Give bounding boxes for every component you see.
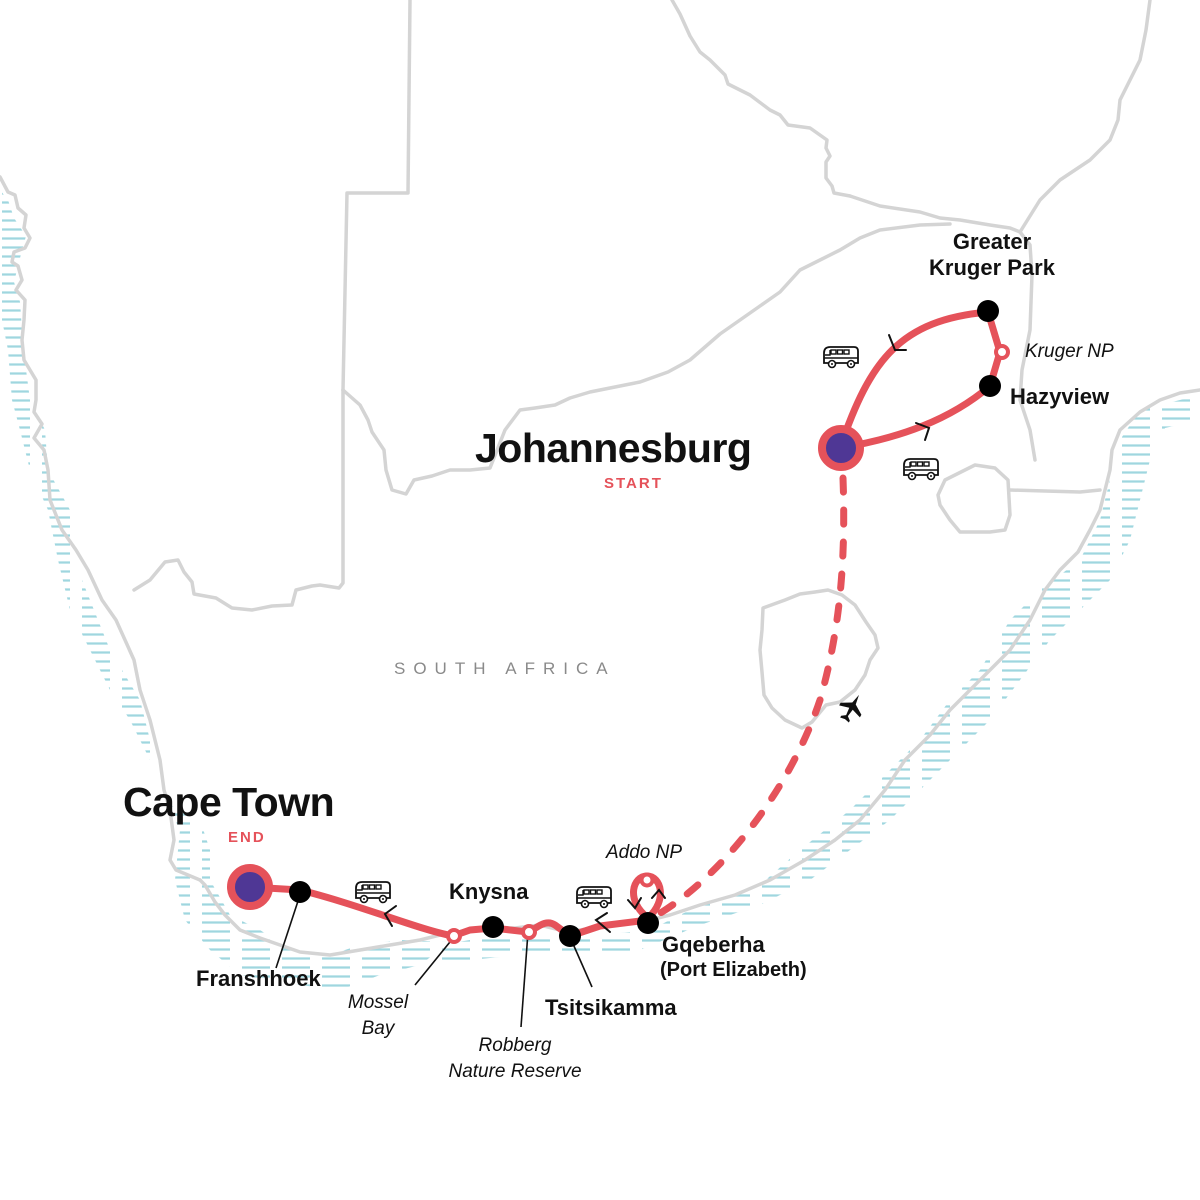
waypoint-markers [446,344,1010,944]
waypoint-kruger-np [994,344,1010,360]
waypoint-addo-np [639,872,655,888]
stop-markers [289,300,1001,947]
bus-icon [576,886,612,909]
end-tag: END [228,829,266,846]
stop-tsitsikamma [559,925,581,947]
endpoint-johannesburg [818,425,864,471]
stop-label-franshhoek: Franshhoek [196,966,321,991]
stop-label-knysna: Knysna [449,879,529,904]
ocean-west-hatching [0,190,450,990]
waypoint-label-mossel-bay: Mossel Bay [347,992,409,1039]
bus-icon [355,881,391,904]
ocean-south-east-hatching [430,395,1200,960]
plane-icon [839,694,862,723]
country-label: SOUTH AFRICA [394,659,616,678]
start-tag: START [604,475,663,492]
stop-label-gqeberha: Gqeberha (Port Elizabeth) [660,932,807,982]
stop-gqeberha [637,912,659,934]
transport-icons [355,346,939,909]
endpoint-markers [227,425,864,910]
endpoint-label-cape-town: Cape Town [123,779,335,825]
waypoint-robberg [521,924,537,940]
stop-franshhoek [289,881,311,903]
direction-arrows [383,334,931,933]
endpoint-label-johannesburg: Johannesburg [475,425,752,471]
bus-icon [903,458,939,481]
waypoint-label-addo-np: Addo NP [606,842,683,863]
bus-icon [823,346,859,369]
stop-label-tsitsikamma: Tsitsikamma [545,995,677,1020]
waypoint-label-kruger-np: Kruger NP [1025,341,1114,362]
country-borders [0,0,1200,957]
stop-greater-kruger-park [977,300,999,322]
waypoint-label-robberg: Robberg Nature Reserve [448,1035,582,1082]
stop-label-greater-kruger-park: Greater Kruger Park [929,229,1055,281]
leader-lines [275,894,593,1028]
waypoint-mossel-bay [446,928,462,944]
stop-hazyview [979,375,1001,397]
endpoint-cape-town [227,864,273,910]
stop-knysna [482,916,504,938]
stop-label-hazyview: Hazyview [1010,384,1110,409]
